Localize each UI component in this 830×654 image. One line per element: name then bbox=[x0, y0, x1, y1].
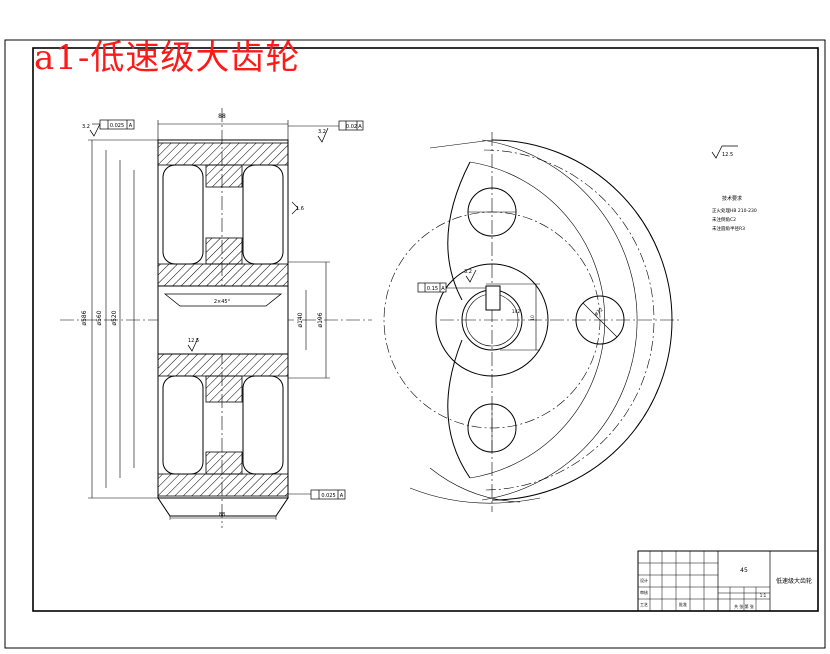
side-roughness-mark: 3.2 bbox=[464, 269, 477, 283]
svg-text:12.5: 12.5 bbox=[188, 338, 199, 344]
keyway-label: 142 bbox=[512, 309, 521, 315]
keyway bbox=[485, 285, 501, 311]
svg-text:A: A bbox=[340, 493, 344, 499]
inner-border bbox=[32, 47, 819, 612]
dim-hub: ø196 bbox=[317, 312, 324, 327]
svg-text:3.2: 3.2 bbox=[464, 269, 472, 275]
bore-note: 2×45° bbox=[214, 299, 231, 305]
web-hole-right bbox=[575, 295, 625, 345]
svg-text:3.2: 3.2 bbox=[82, 124, 90, 130]
roughness-mark-1: 3.2 bbox=[317, 127, 329, 143]
sheet-count: 共 张 第 张 bbox=[734, 603, 754, 609]
side-tolerance-frame: 0.15 A bbox=[417, 282, 486, 293]
process: 工艺 bbox=[640, 602, 648, 607]
dim-dia-2: ø560 bbox=[96, 310, 103, 325]
roughness-mark-2: 1.6 bbox=[291, 201, 304, 215]
outer-border bbox=[4, 39, 826, 649]
upper-rim-hatch bbox=[157, 142, 289, 166]
dim-bore: ø140 bbox=[297, 312, 304, 327]
dim-outer-dia: ø586 bbox=[81, 310, 88, 325]
checker: 审核 bbox=[640, 589, 648, 595]
top-dim: 88 bbox=[218, 113, 226, 120]
svg-text:0.025: 0.025 bbox=[110, 123, 124, 129]
svg-text:0.025: 0.025 bbox=[321, 493, 335, 499]
material: 45 bbox=[740, 567, 748, 574]
side-half-view: ø72 142 10 0.15 A 3.2 bbox=[383, 132, 680, 512]
svg-text:未注圆角半径R3: 未注圆角半径R3 bbox=[712, 225, 745, 232]
title-block: 45 低速级大齿轮 1:1 共 张 第 张 设计 审核 工艺 批准 bbox=[637, 550, 819, 612]
perp-frame-top-right: 0.02 A bbox=[288, 120, 364, 131]
roughness-mark-4: 3.2 bbox=[82, 123, 101, 137]
svg-text:1.6: 1.6 bbox=[296, 206, 304, 212]
designer: 设计 bbox=[640, 577, 648, 583]
svg-text:3.2: 3.2 bbox=[318, 129, 326, 135]
keyway-width: 10 bbox=[530, 315, 536, 321]
runout-frame-bottom-right: 0.025 A bbox=[288, 489, 346, 500]
technical-notes: 12.5 技术要求 正火处理HB 210-230 未注倒角C2 未注圆角半径R3 bbox=[711, 145, 757, 232]
bottom-dim: 88 bbox=[219, 512, 225, 518]
hole-dia-label: ø72 bbox=[593, 307, 604, 318]
svg-text:A: A bbox=[358, 124, 362, 130]
svg-text:正火处理HB 210-230: 正火处理HB 210-230 bbox=[712, 207, 757, 214]
page-title: a1-低速级大齿轮 bbox=[34, 38, 301, 78]
front-section-view: 88 ø586 ø560 ø520 ø140 ø196 2×45° 0.025 … bbox=[60, 108, 372, 528]
svg-text:未注倒角C2: 未注倒角C2 bbox=[712, 216, 736, 223]
svg-text:A: A bbox=[129, 123, 133, 129]
svg-text:A: A bbox=[441, 286, 445, 292]
approve: 批准 bbox=[679, 601, 687, 607]
dim-dia-3: ø520 bbox=[111, 310, 118, 325]
svg-text:0.02: 0.02 bbox=[346, 124, 357, 130]
svg-text:0.15: 0.15 bbox=[427, 286, 438, 292]
lower-rim-hatch bbox=[157, 353, 289, 377]
svg-text:12.5: 12.5 bbox=[722, 152, 733, 158]
part-name: 低速级大齿轮 bbox=[776, 577, 812, 585]
roughness-mark-3: 12.5 bbox=[187, 337, 199, 352]
svg-text:技术要求: 技术要求 bbox=[722, 195, 742, 202]
runout-frame-top-left: 0.025 A bbox=[92, 119, 135, 130]
scale: 1:1 bbox=[760, 593, 767, 598]
